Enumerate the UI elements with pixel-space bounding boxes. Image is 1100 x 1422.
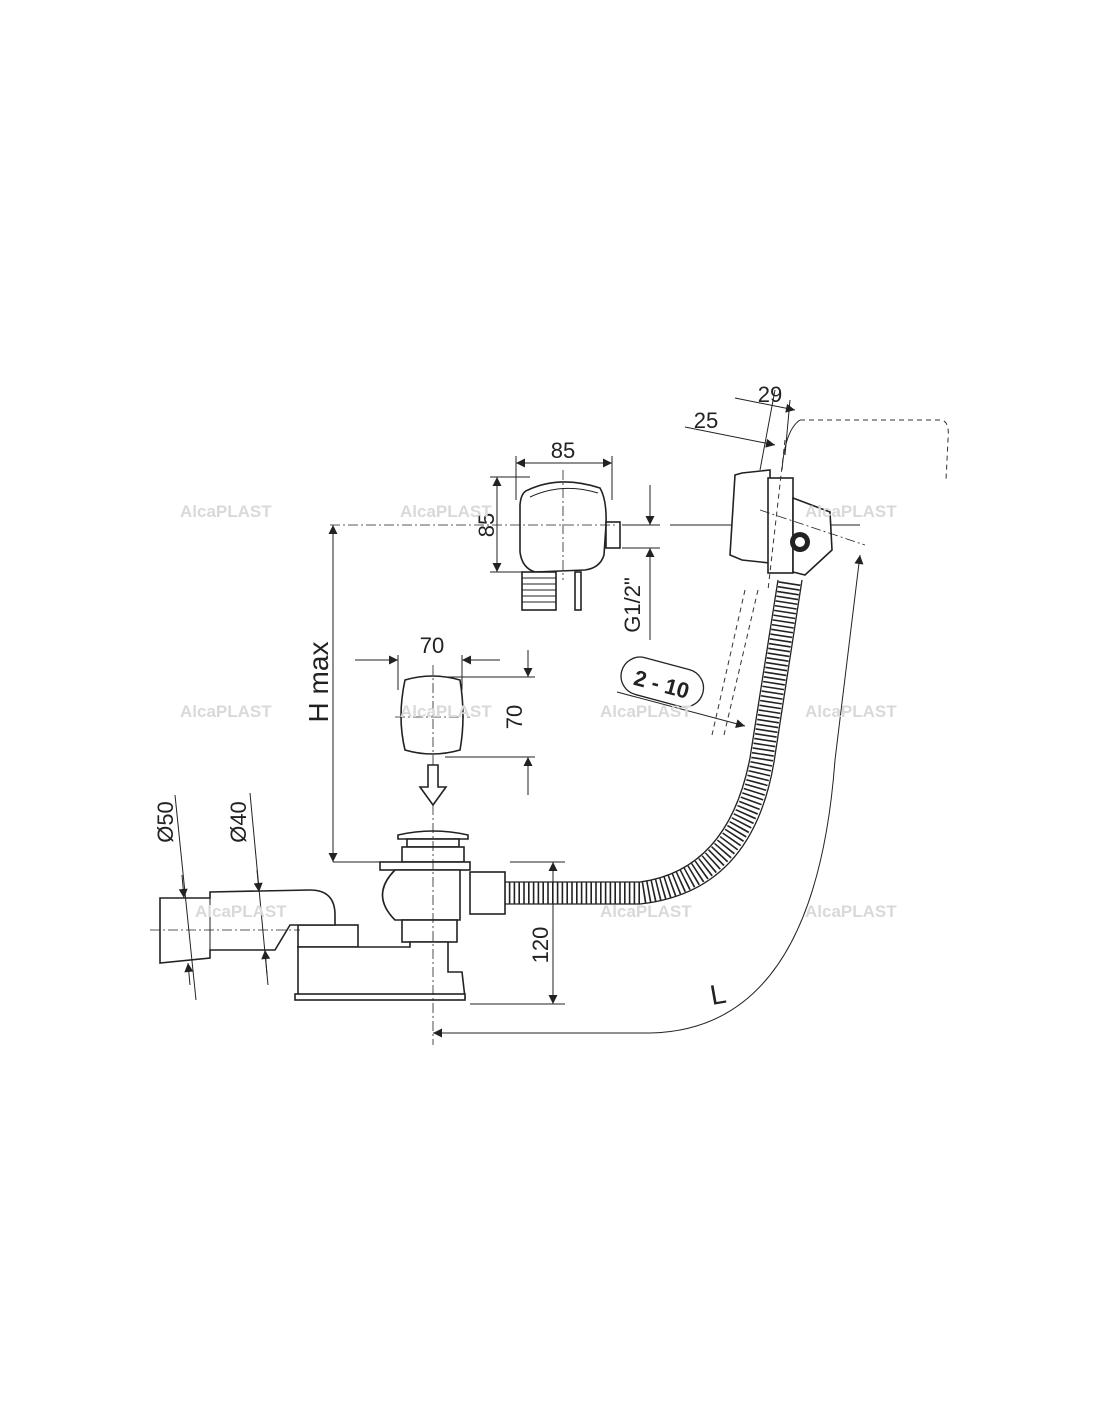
watermark: AlcaPLAST bbox=[400, 702, 492, 721]
dim-cap-width: 70 bbox=[420, 633, 444, 658]
arrow-down-icon bbox=[418, 764, 448, 807]
dim-h-max: H max bbox=[303, 642, 334, 723]
dim-overflow-width: 85 bbox=[551, 438, 575, 463]
watermark: AlcaPLAST bbox=[180, 702, 272, 721]
dim-d40: Ø40 bbox=[226, 801, 251, 843]
dim-overflow-height: 85 bbox=[474, 513, 499, 537]
watermark: AlcaPLAST bbox=[805, 902, 897, 921]
dim-length: L bbox=[708, 978, 729, 1011]
dim-cap-height: 70 bbox=[502, 705, 527, 729]
overflow-side-view bbox=[729, 469, 866, 576]
dim-25: 25 bbox=[694, 408, 718, 433]
watermark: AlcaPLAST bbox=[805, 702, 897, 721]
watermark: AlcaPLAST bbox=[600, 702, 692, 721]
watermark: AlcaPLAST bbox=[600, 902, 692, 921]
watermarks: AlcaPLAST AlcaPLAST AlcaPLAST AlcaPLAST … bbox=[180, 502, 897, 921]
dim-d50: Ø50 bbox=[153, 801, 178, 843]
watermark: AlcaPLAST bbox=[195, 902, 287, 921]
dim-thread: G1/2" bbox=[620, 577, 645, 633]
watermark: AlcaPLAST bbox=[805, 502, 897, 521]
drain-body bbox=[150, 805, 506, 1045]
dim-height-120: 120 bbox=[528, 927, 553, 964]
watermark: AlcaPLAST bbox=[180, 502, 272, 521]
dim-29: 29 bbox=[758, 382, 782, 407]
threaded-connector bbox=[521, 571, 557, 611]
watermark: AlcaPLAST bbox=[400, 502, 492, 521]
